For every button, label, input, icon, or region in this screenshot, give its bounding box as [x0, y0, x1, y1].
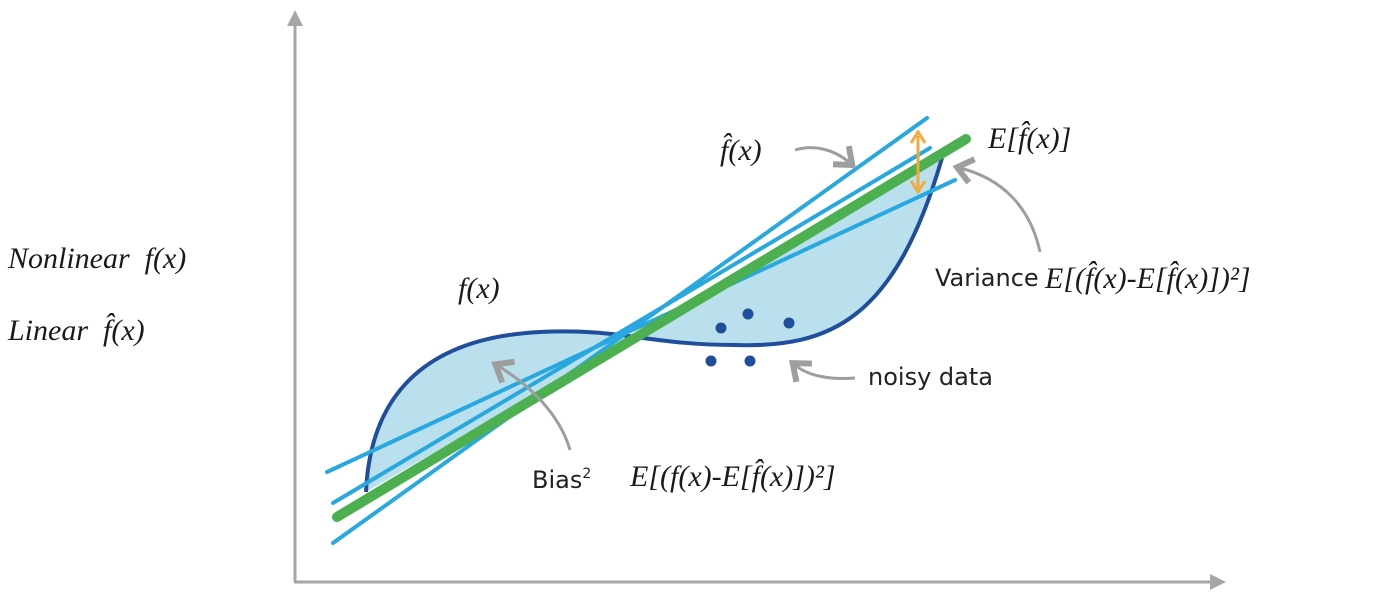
expected-pointer-arrow — [952, 156, 1042, 253]
expected-fhat-label: E[f̂(x)] — [987, 121, 1071, 155]
annotation-arrows — [491, 145, 1042, 451]
noisy-data-points — [705, 308, 795, 367]
linear-fit-3 — [325, 178, 957, 474]
linear-fits — [325, 116, 957, 545]
fhat-label: f̂(x) — [720, 133, 762, 167]
bias-superscript: 2 — [582, 466, 591, 482]
bias-word: Bias — [532, 466, 582, 494]
axes — [287, 10, 1226, 590]
bias-pointer-arrow — [491, 358, 572, 451]
variance-label: Variance — [935, 264, 1039, 292]
legend-nonlinear: Nonlinear f(x) — [7, 242, 186, 275]
linear-fit-2 — [331, 146, 932, 505]
noisy-data-label: noisy data — [868, 363, 993, 391]
legend-linear: Linear f̂(x) — [7, 313, 145, 347]
data-point — [783, 317, 795, 329]
data-point — [705, 355, 717, 367]
expected-fit-line — [332, 134, 971, 522]
data-point — [744, 355, 756, 367]
fhat-pointer-arrow — [794, 145, 856, 169]
bias-label: Bias2 — [532, 466, 591, 494]
x-axis-arrowhead — [1210, 574, 1226, 590]
variance-formula: E[(f̂(x)-E[f̂(x)])²] — [1044, 261, 1251, 295]
noisy-data-pointer-arrow — [789, 359, 856, 383]
data-point — [742, 308, 754, 320]
variance-double-arrow — [909, 129, 927, 195]
data-point — [715, 322, 727, 334]
y-axis-arrowhead — [287, 10, 303, 26]
fx-label: f(x) — [458, 272, 500, 305]
bias-formula: E[(f(x)-E[f̂(x)])²] — [629, 459, 836, 493]
